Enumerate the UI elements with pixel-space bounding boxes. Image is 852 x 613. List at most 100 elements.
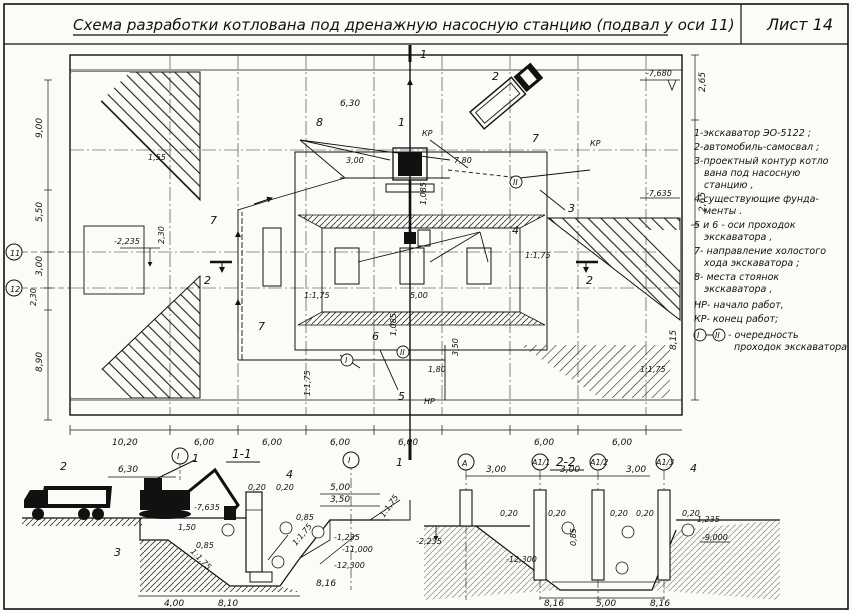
legend-line-13: НР- начало работ,: [694, 300, 784, 311]
elev-1: -7,635: [646, 189, 672, 198]
section-1-1-axis: I: [348, 456, 351, 465]
elev-0: -7,680: [646, 69, 672, 78]
label-2: 2: [492, 70, 499, 83]
s1-slope-2: 1:1,75: [291, 522, 314, 547]
legend-line-15: - очередность: [728, 330, 799, 341]
dim-misc-4: 2,30: [157, 226, 166, 244]
dim-right-0: 2,65: [698, 72, 708, 92]
label-6: 6: [372, 330, 379, 343]
label-7b: 7: [210, 214, 217, 227]
s2-elev-3: -9,000: [702, 533, 728, 542]
s2-axis-1: A1/1: [531, 458, 550, 467]
section-mark-top: 1: [420, 48, 427, 61]
s2-label-c: 0,20: [610, 509, 628, 518]
legend-line-9: 7- направление холостого: [694, 246, 826, 257]
s2-label-e: 0,20: [682, 509, 700, 518]
dim-misc-8: 1,085: [389, 313, 398, 336]
dim-right-1: 2,65: [698, 192, 708, 212]
legend-line-2: 3-проектный контур котло: [694, 156, 829, 167]
s1-elev-3: -11,000: [342, 545, 373, 554]
dim-misc-7: 1,085: [419, 182, 428, 205]
legend-pass-i: I: [697, 331, 700, 340]
s1-label-5: 1,50: [178, 523, 196, 532]
section-2-2-title: 2-2: [556, 455, 576, 469]
s1-dim-1: 5,00: [330, 483, 350, 493]
s2-elev-0: -2,235: [416, 537, 442, 546]
section-1-1-title: 1-1: [232, 447, 252, 461]
excavator-section: [139, 459, 240, 520]
s2-axis-3: A1/3: [655, 458, 674, 467]
s2-label-f: 0,85: [569, 528, 578, 546]
s1-label-2: 2: [60, 460, 67, 473]
s1-label-1: 1: [192, 452, 199, 465]
slope-hatch-se: [520, 345, 670, 398]
elevation-marks: [120, 79, 680, 267]
label-7c: 7: [532, 132, 539, 145]
axis-label-11: 11: [10, 249, 20, 258]
s2-elev-2: -1,235: [694, 515, 720, 524]
s1-dim-2: 3,50: [330, 495, 350, 505]
sheet-number: Лист 14: [766, 15, 833, 34]
legend-line-11: 8- места стоянок: [694, 272, 779, 283]
dim-misc-6: 1,80: [428, 365, 446, 374]
s1-elev-2: -12,300: [334, 561, 365, 570]
section-marker-2-2: [210, 260, 598, 273]
label-kr-1: КР: [590, 139, 601, 148]
s1-label-6: 0,85: [196, 541, 214, 550]
section-mark-right: 2: [586, 274, 593, 287]
legend-line-7: 5 и 6 - оси проходок: [694, 220, 796, 231]
legend-line-0: 1-экскаватор ЭО-5122 ;: [694, 128, 811, 139]
label-kr-0: КР: [422, 129, 433, 138]
dim-bottom-1: 6,00: [194, 438, 214, 448]
plan-view: [5, 45, 699, 460]
s2-label-b: 0,20: [548, 509, 566, 518]
excavator-paths: [237, 139, 591, 400]
label-8: 8: [316, 116, 323, 129]
bottom-dimension-chain: [69, 425, 682, 435]
sheet-title: Схема разработки котлована под дренажную…: [73, 16, 735, 34]
dim-left-3: 2,30: [29, 288, 38, 306]
dim-misc-3: 1,55: [148, 153, 166, 162]
legend-pass-ii: II: [715, 331, 720, 340]
dim-misc-2: 7,80: [454, 156, 472, 165]
dump-truck-section: [24, 486, 112, 520]
axis-label-12: 12: [10, 285, 20, 294]
label-7a: 7: [258, 320, 265, 333]
label-5: 5: [398, 390, 405, 403]
dim-bottom-4: 6,00: [398, 438, 418, 448]
slope-0: 1:1,75: [525, 251, 551, 260]
s1-elev-4: -1,235: [334, 533, 360, 542]
left-dimension-chain: [44, 79, 52, 421]
dim-left-4: 8,90: [35, 352, 45, 372]
s2-label-d: 0,20: [636, 509, 654, 518]
pass-0: II: [513, 178, 518, 187]
dim-bottom-6: 6,00: [612, 438, 632, 448]
label-1: 1: [398, 116, 405, 129]
s2-dim-1: 3,00: [560, 465, 580, 475]
legend-line-14: КР- конец работ;: [694, 314, 778, 325]
dim-bottom-0: 10,20: [112, 438, 138, 448]
legend-line-8: экскаватора ,: [704, 232, 772, 243]
slope-1: 1:1,75: [304, 291, 330, 300]
slope-3: 1:1,75: [640, 365, 666, 374]
legend-line-12: экскаватора ,: [704, 284, 772, 295]
s1-elev-0: -7,635: [194, 503, 220, 512]
s2-label-4: 4: [690, 462, 697, 475]
section-2-2: 2-2 A A1/1 A1/2 A1/3: [416, 453, 780, 609]
label-nr: НР: [424, 397, 435, 406]
s1-dim-4: 8,10: [218, 599, 238, 609]
section-mark-left: 2: [204, 274, 211, 287]
plan-labels: 10,20 6,00 6,00 6,00 6,00 6,00 6,00 9,00…: [10, 48, 708, 469]
s2-dim-5: 8,16: [650, 599, 670, 609]
dim-misc-5: 5,00: [410, 291, 428, 300]
section-1-1: 1-1: [22, 447, 411, 609]
dim-right-2: 8,15: [669, 330, 679, 350]
slope-band-bottom: [297, 311, 546, 326]
slope-band-top: [297, 214, 546, 229]
section-mark-bottom: 1: [396, 456, 403, 469]
s2-dim-3: 8,16: [544, 599, 564, 609]
legend-line-5: 4-существующие фунда-: [694, 194, 819, 205]
dim-left-1: 5,50: [35, 202, 45, 222]
